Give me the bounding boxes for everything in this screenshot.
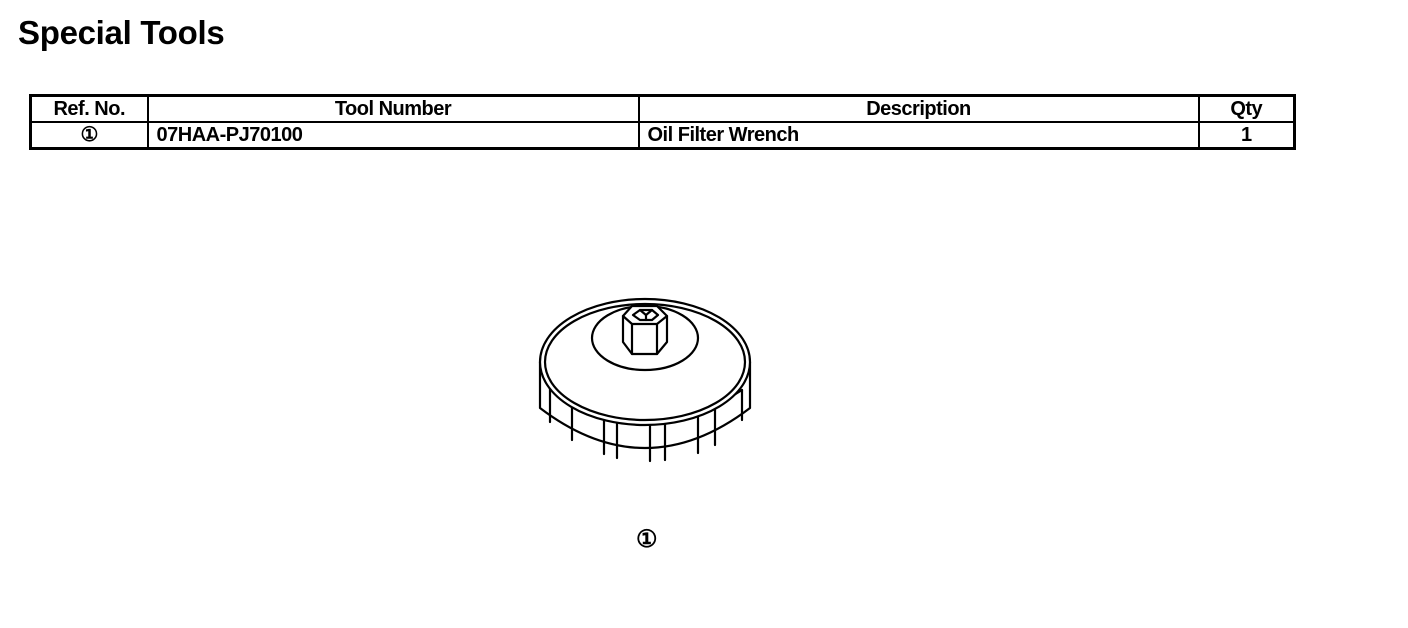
cell-ref-no: ① [29, 121, 149, 150]
header-ref-no: Ref. No. [29, 94, 149, 123]
page-title: Special Tools [18, 14, 225, 51]
cell-tool-number: 07HAA-PJ70100 [146, 121, 640, 150]
cell-description: Oil Filter Wrench [637, 121, 1200, 150]
header-qty: Qty [1197, 94, 1296, 123]
header-tool-number: Tool Number [146, 94, 640, 123]
table-header-row: Ref. No. Tool Number Description Qty [29, 94, 1296, 123]
callout-ref-1: ① [636, 526, 658, 553]
oil-filter-wrench-icon [538, 297, 752, 463]
cell-qty: 1 [1197, 121, 1296, 150]
header-description: Description [637, 94, 1200, 123]
table-row: ① 07HAA-PJ70100 Oil Filter Wrench 1 [29, 121, 1296, 150]
special-tools-table: Ref. No. Tool Number Description Qty ① 0… [29, 94, 1296, 150]
